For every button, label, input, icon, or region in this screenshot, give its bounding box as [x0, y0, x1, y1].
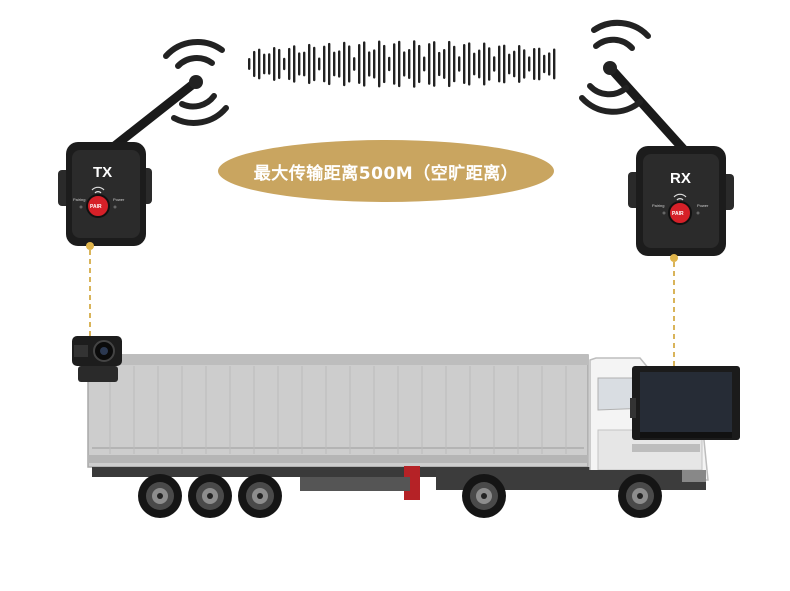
wave-bar — [348, 45, 351, 83]
wave-bar — [333, 51, 336, 77]
wave-bar — [543, 54, 546, 74]
wave-bar — [373, 49, 376, 79]
tx-pair-button[interactable]: PAIR — [90, 204, 102, 210]
wave-bar — [453, 45, 456, 83]
rx-pairing-led-label: Pairing — [652, 203, 665, 208]
tx-pairing-led-label: Pairing — [73, 197, 86, 202]
wave-bar — [398, 40, 401, 88]
wave-bar — [328, 42, 331, 86]
wave-bar — [438, 51, 441, 77]
wave-bar — [318, 57, 321, 71]
wave-bar — [553, 48, 556, 80]
wave-bar — [538, 47, 541, 81]
wave-bar — [358, 44, 361, 84]
wave-bar — [308, 43, 311, 85]
banner-text: 最大传输距离500M（空旷距离） — [253, 163, 519, 184]
wave-bar — [508, 53, 511, 75]
rear-camera — [72, 336, 122, 382]
wheel — [462, 474, 506, 518]
wave-bar — [378, 40, 381, 88]
wave-bar — [523, 49, 526, 79]
wave-bar — [418, 44, 421, 84]
wave-bar — [363, 41, 366, 87]
wave-bar — [273, 46, 276, 82]
wave-bar — [368, 51, 371, 77]
wave-bar — [483, 42, 486, 86]
wave-bar — [278, 48, 281, 80]
wave-bar — [433, 41, 436, 87]
signal-wave — [248, 40, 556, 88]
wave-bar — [248, 58, 251, 70]
wave-bar — [263, 53, 266, 75]
wave-bar — [283, 57, 286, 71]
wave-bar — [288, 47, 291, 81]
wave-bar — [293, 45, 296, 83]
wave-bar — [423, 56, 426, 72]
wave-bar — [388, 56, 391, 72]
wave-bar — [518, 44, 521, 84]
wave-bar — [258, 48, 261, 80]
rx-antenna — [603, 61, 691, 157]
wave-bar — [488, 47, 491, 81]
wave-bar — [343, 41, 346, 87]
wave-bar — [383, 44, 386, 84]
rx-label: RX — [670, 170, 691, 187]
rx-power-led-label: Power — [697, 203, 709, 208]
wave-bar — [403, 51, 406, 77]
wave-bar — [303, 51, 306, 77]
tx-power-led-label: Power — [113, 197, 125, 202]
wheel — [138, 474, 182, 518]
monitor-display — [630, 366, 740, 440]
wave-bar — [338, 50, 341, 78]
wave-bar — [478, 49, 481, 79]
wave-bar — [493, 56, 496, 72]
wave-bar — [253, 50, 256, 78]
wave-bar — [408, 48, 411, 80]
wave-bar — [548, 52, 551, 76]
tx-label: TX — [93, 164, 113, 181]
rx-wifi-arcs-icon — [579, 19, 651, 115]
wave-bar — [458, 56, 461, 72]
rx-unit — [628, 146, 734, 262]
wheel — [238, 474, 282, 518]
wave-bar — [498, 45, 501, 83]
wave-bar — [513, 50, 516, 78]
wheel — [618, 474, 662, 518]
wave-bar — [468, 42, 471, 86]
wave-bar — [448, 40, 451, 88]
wave-bar — [463, 43, 466, 85]
wave-bar — [393, 43, 396, 85]
tx-wifi-arcs-icon — [163, 38, 229, 126]
max-distance-banner: 最大传输距离500M（空旷距离） — [218, 140, 554, 202]
trailer — [87, 354, 612, 500]
wave-bar — [503, 44, 506, 84]
wheel — [188, 474, 232, 518]
wave-bar — [428, 43, 431, 85]
wave-bar — [528, 56, 531, 72]
wave-bar — [323, 45, 326, 83]
wave-bar — [353, 57, 356, 71]
wave-bar — [313, 46, 316, 82]
wave-bar — [473, 52, 476, 76]
wave-bar — [268, 53, 271, 75]
wave-bar — [413, 40, 416, 88]
wave-bar — [533, 47, 536, 81]
tx-antenna — [107, 75, 203, 153]
tx-unit — [58, 142, 152, 250]
wave-bar — [298, 52, 301, 76]
rx-pair-button[interactable]: PAIR — [672, 211, 684, 217]
wave-bar — [443, 48, 446, 80]
